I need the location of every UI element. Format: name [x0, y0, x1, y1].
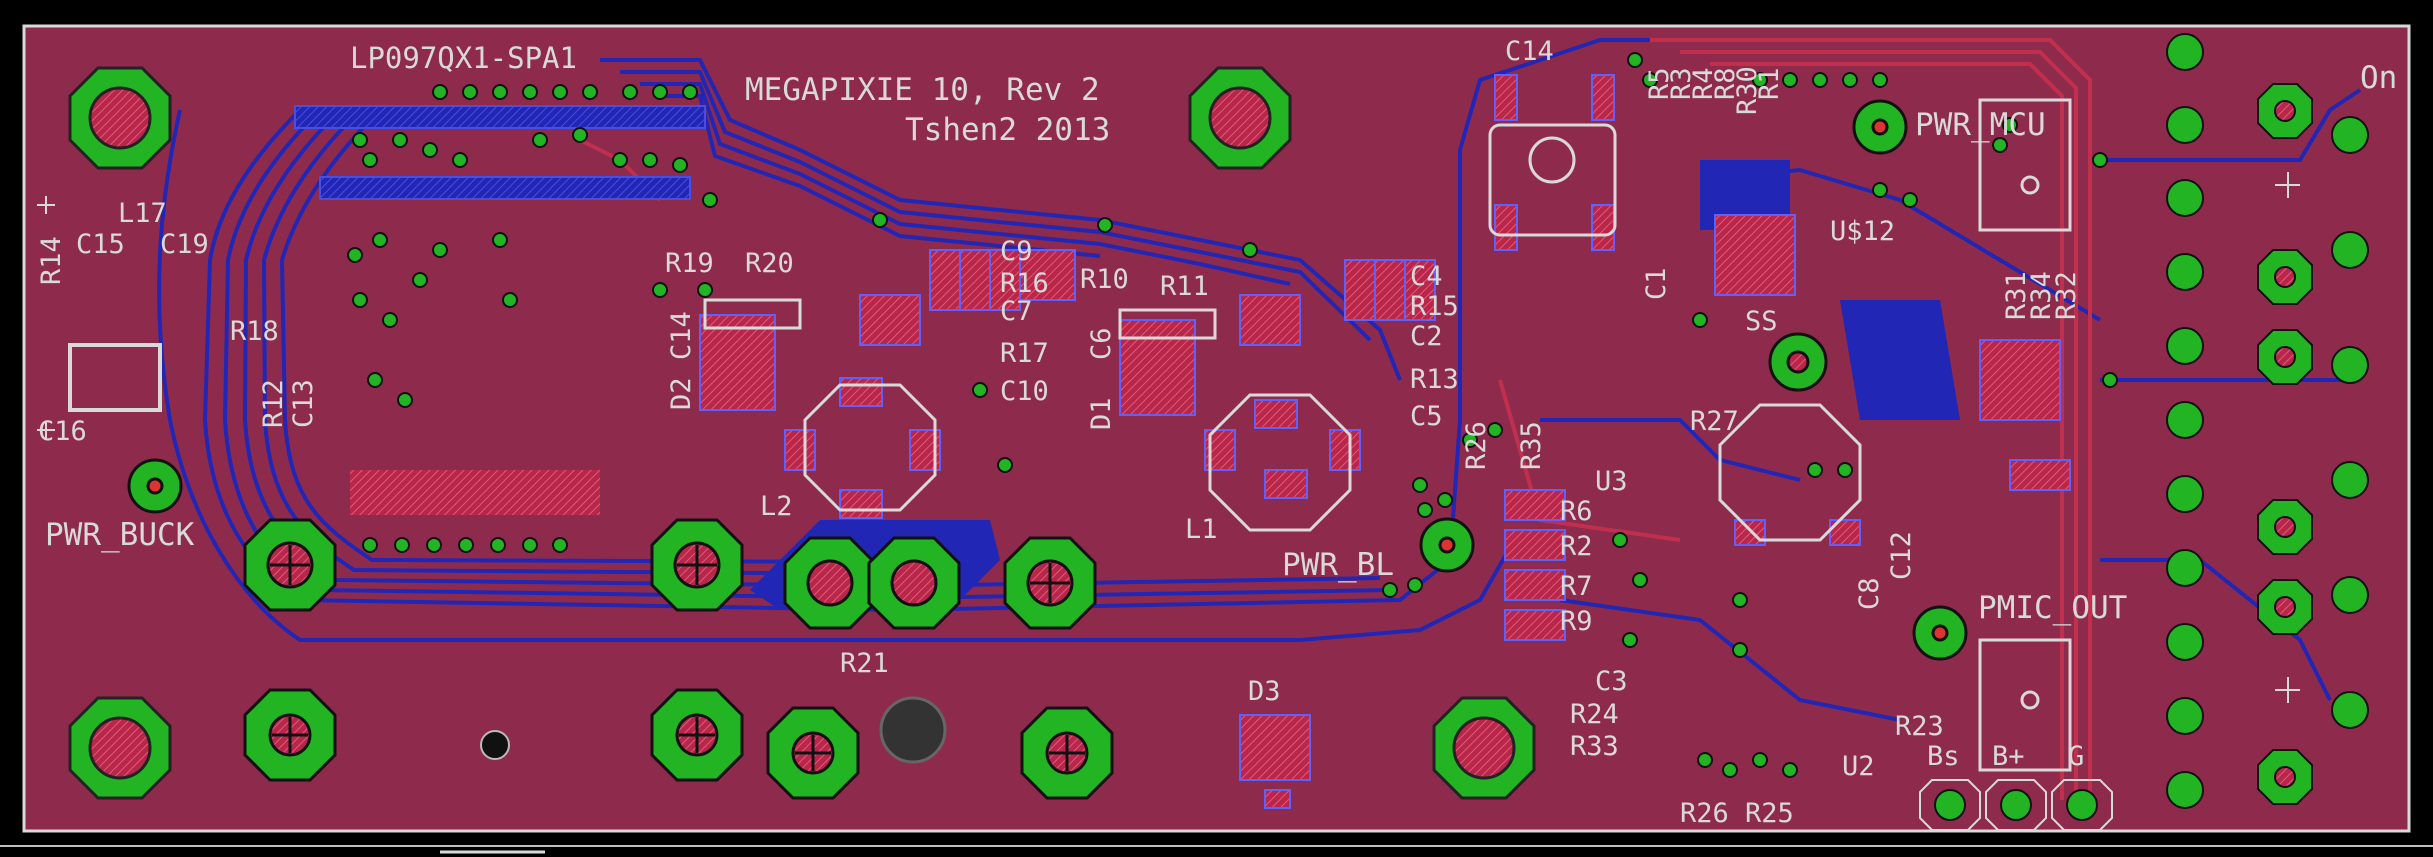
part-label: C2: [1410, 321, 1443, 352]
part-label: D3: [1248, 676, 1281, 707]
bottom-copper-pour-right: [1840, 300, 1960, 420]
part-label: D1: [1086, 397, 1117, 430]
vias: [347, 52, 2118, 778]
part-label: R11: [1160, 271, 1209, 302]
part-label: R2: [1560, 531, 1593, 562]
header-label-bplus: B+: [1992, 741, 2025, 772]
header-pads: [1919, 779, 2113, 831]
silkscreen-outlines: [703, 98, 2072, 772]
part-label: C5: [1410, 401, 1443, 432]
mounting-holes: [68, 66, 1536, 800]
part-label: R7: [1560, 571, 1593, 602]
part-label: R30: [1732, 66, 1763, 115]
part-label: R26: [1461, 421, 1492, 470]
test-points: [127, 99, 1968, 661]
part-label: R25: [1745, 798, 1794, 829]
part-label: R9: [1560, 606, 1593, 637]
part-label: R6: [1560, 496, 1593, 527]
net-label-on: On: [2360, 60, 2397, 96]
part-label: L2: [760, 491, 793, 522]
part-label: R12: [258, 379, 289, 428]
part-label: C14: [666, 311, 697, 360]
part-label: L1: [1185, 514, 1218, 545]
part-label: R27: [1690, 406, 1739, 437]
lcd-connector-pads: [294, 105, 706, 515]
part-label: R24: [1570, 699, 1619, 730]
part-label: C3: [1595, 666, 1628, 697]
part-label: SS: [1745, 306, 1778, 337]
part-label: U$12: [1830, 216, 1895, 247]
part-label: C19: [160, 229, 209, 260]
part-label: R15: [1410, 291, 1459, 322]
part-label: R20: [745, 248, 794, 279]
large-pads: [243, 518, 1114, 800]
part-label: D2: [666, 377, 697, 410]
header-label-bs: Bs: [1927, 741, 1960, 772]
net-label-pwr-bl: PWR_BL: [1282, 547, 1394, 583]
net-label-pwr-buck: PWR_BUCK: [45, 517, 195, 553]
connector-label: LP097QX1-SPA1: [350, 41, 577, 75]
net-label-pmic-out: PMIC_OUT: [1978, 590, 2127, 626]
board-author: Tshen2 2013: [905, 112, 1110, 148]
part-label: R14: [36, 236, 67, 285]
part-label: L17: [118, 198, 167, 229]
part-label: R5: [1644, 67, 1675, 100]
part-label: R26: [1680, 798, 1729, 829]
part-label: C14: [1505, 36, 1554, 67]
component-footprints: [68, 74, 2071, 809]
part-label: R35: [1516, 421, 1547, 470]
part-label: R4: [1688, 67, 1719, 100]
part-label: U3: [1595, 466, 1628, 497]
part-label: C6: [1086, 327, 1117, 360]
part-label: R31: [2001, 271, 2032, 320]
net-label-pwr-mcu: PWR_MCU: [1915, 107, 2046, 143]
edge-connector-pads: [2166, 33, 2369, 809]
part-label: C1: [1641, 267, 1672, 300]
part-label: C4: [1410, 261, 1443, 292]
cross-markers: [37, 172, 2300, 703]
part-label: R17: [1000, 338, 1049, 369]
part-label: R33: [1570, 731, 1619, 762]
part-label: R23: [1895, 711, 1944, 742]
part-label: U2: [1842, 751, 1875, 782]
part-label: R32: [2051, 271, 2082, 320]
part-label: C7: [1000, 296, 1033, 327]
part-label: C16: [38, 416, 87, 447]
part-label: C10: [1000, 376, 1049, 407]
part-label: R34: [2026, 271, 2057, 320]
top-copper-traces: [579, 38, 2092, 800]
header-label-g: G: [2068, 741, 2084, 772]
part-label: R21: [840, 648, 889, 679]
part-label: C13: [288, 379, 319, 428]
part-label: R18: [230, 316, 279, 347]
board-title: MEGAPIXIE 10, Rev 2: [745, 72, 1100, 108]
part-labels: L17 R14 C15 C19 R18 R12 C13 C16 R19 R20 …: [36, 36, 2082, 829]
part-label: R3: [1666, 67, 1697, 100]
part-label: C15: [76, 229, 125, 260]
part-label: C12: [1886, 531, 1917, 580]
part-label: R1: [1754, 67, 1785, 100]
part-label: R13: [1410, 364, 1459, 395]
part-label: R19: [665, 248, 714, 279]
part-label: R10: [1080, 264, 1129, 295]
part-label: R8: [1710, 67, 1741, 100]
part-label: R16: [1000, 268, 1049, 299]
part-label: C9: [1000, 236, 1033, 267]
part-label: C8: [1854, 577, 1885, 610]
